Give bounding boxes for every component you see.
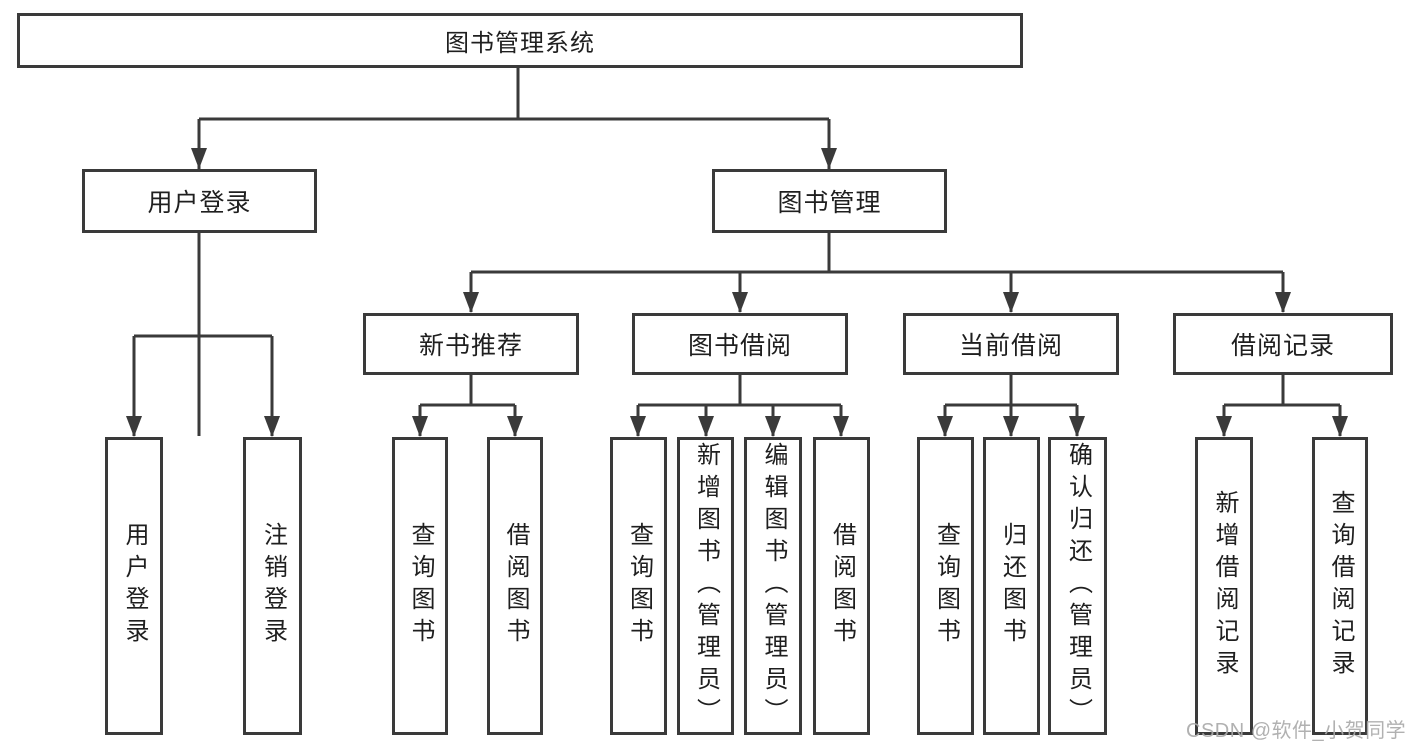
node-label: 新增图书（管理员） (692, 442, 720, 730)
leaf-borrow-books-1: 借阅图书 (487, 437, 543, 735)
node-label: 新增借阅记录 (1211, 490, 1238, 682)
node-borrowing-records: 借阅记录 (1173, 313, 1393, 375)
node-root-system: 图书管理系统 (17, 13, 1023, 68)
node-label: 新书推荐 (418, 332, 523, 360)
node-label: 查询图书 (625, 522, 653, 650)
leaf-logout: 注销登录 (243, 437, 302, 735)
node-label: 编辑图书（管理员） (760, 442, 787, 730)
node-user-login: 用户登录 (82, 169, 317, 233)
leaf-query-books-2: 查询图书 (610, 437, 667, 735)
leaf-confirm-return-admin: 确认归还（管理员） (1048, 437, 1107, 735)
node-book-management: 图书管理 (712, 169, 947, 233)
node-label: 归还图书 (998, 522, 1026, 650)
node-label: 图书管理 (777, 189, 882, 217)
node-label: 当前借阅 (958, 332, 1063, 360)
csdn-watermark: CSDN @软件_小贺同学 (1186, 720, 1405, 742)
node-label: 借阅记录 (1230, 332, 1335, 360)
node-label: 用户登录 (121, 522, 148, 650)
leaf-query-borrow-record: 查询借阅记录 (1312, 437, 1368, 735)
node-label: 图书管理系统 (445, 30, 595, 57)
leaf-add-books-admin: 新增图书（管理员） (677, 437, 734, 735)
node-label: 借阅图书 (502, 522, 529, 650)
leaf-query-books-1: 查询图书 (392, 437, 448, 735)
leaf-add-borrow-record: 新增借阅记录 (1195, 437, 1253, 735)
node-label: 查询借阅记录 (1327, 490, 1354, 682)
node-label: 查询图书 (407, 522, 434, 650)
node-label: 确认归还（管理员） (1064, 442, 1092, 730)
leaf-user-login: 用户登录 (105, 437, 163, 735)
leaf-return-books: 归还图书 (983, 437, 1040, 735)
leaf-query-books-3: 查询图书 (917, 437, 974, 735)
node-label: 图书借阅 (687, 332, 792, 360)
node-label: 借阅图书 (828, 522, 856, 650)
node-label: 注销登录 (259, 522, 287, 650)
node-book-borrowing: 图书借阅 (632, 313, 848, 375)
leaf-edit-books-admin: 编辑图书（管理员） (744, 437, 802, 735)
node-label: 用户登录 (147, 189, 252, 217)
node-current-borrowing: 当前借阅 (903, 313, 1119, 375)
node-label: 查询图书 (932, 522, 960, 650)
leaf-borrow-books-2: 借阅图书 (813, 437, 870, 735)
node-new-book-recommend: 新书推荐 (363, 313, 579, 375)
